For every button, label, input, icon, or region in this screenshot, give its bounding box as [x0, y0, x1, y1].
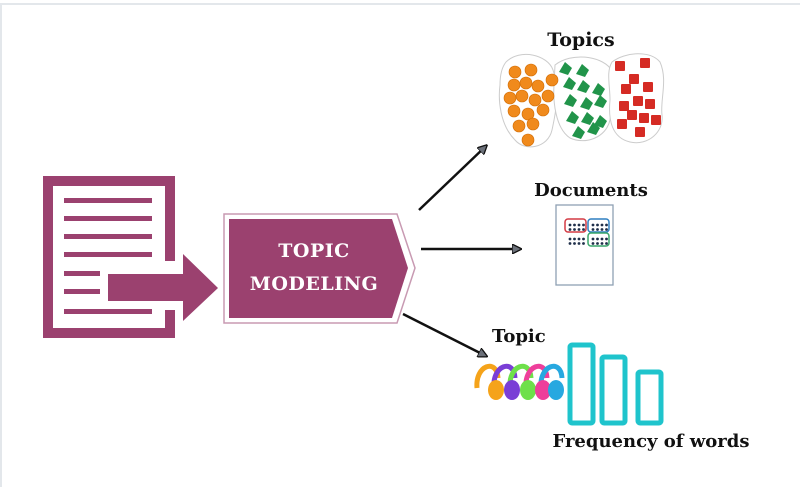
topics-label: Topics [547, 29, 614, 51]
red-cube [640, 58, 650, 68]
orange-dot [519, 76, 533, 90]
orange-dot [521, 133, 535, 147]
red-cube [627, 110, 637, 120]
doc-dot [600, 223, 604, 227]
doc-dot [573, 223, 576, 227]
orange-dot [515, 89, 529, 103]
green-shape [577, 80, 590, 93]
doc-dot [591, 237, 595, 241]
green-shape [564, 94, 577, 107]
bar-chart-icon [567, 342, 664, 426]
doc-dot [605, 223, 608, 227]
doc-dot [600, 237, 604, 241]
green-shape [587, 122, 600, 135]
green-shape [566, 111, 579, 124]
orange-dot [507, 78, 521, 92]
document-matrix-icon [555, 204, 614, 286]
headphone-cup [548, 380, 564, 400]
red-cube [639, 113, 649, 123]
headphone-cup [520, 380, 536, 400]
doc-dot [600, 228, 604, 231]
bar-3 [635, 369, 664, 426]
red-cube [635, 127, 645, 137]
orange-dot [531, 79, 545, 93]
doc-dot [605, 242, 608, 245]
red-cube [651, 115, 661, 125]
green-shape [559, 62, 572, 75]
orange-dot [545, 73, 559, 87]
headphones-icon [474, 363, 565, 400]
red-cube [617, 119, 627, 129]
green-shape [594, 95, 607, 108]
orange-dot [541, 89, 555, 103]
doc-dot [591, 242, 595, 245]
red-cube [643, 82, 653, 92]
frequency-label: Frequency of words [552, 431, 749, 452]
bar-1 [567, 342, 596, 426]
red-cube [619, 101, 629, 111]
doc-dot [573, 242, 576, 245]
doc-dot [596, 223, 599, 227]
red-cube [629, 74, 639, 84]
doc-dot [600, 242, 604, 245]
topic-modeling-box: TOPIC MODELING [223, 213, 416, 324]
orange-dot [508, 65, 522, 79]
box-line-2: MODELING [250, 273, 378, 295]
box-line-1: TOPIC [278, 240, 350, 262]
green-shape [576, 64, 589, 77]
doc-dot [596, 228, 599, 231]
orange-dot [526, 117, 540, 131]
doc-dot [568, 228, 572, 231]
green-shape [563, 77, 576, 90]
doc-dot [577, 223, 581, 227]
red-cube [645, 99, 655, 109]
orange-dot [536, 103, 550, 117]
headphone-cup [504, 380, 520, 400]
green-shape [592, 83, 605, 96]
doc-dot [573, 237, 576, 241]
doc-dot [591, 223, 595, 227]
document-with-arrow-icon [43, 176, 218, 338]
doc-dot [596, 237, 599, 241]
doc-dot [605, 228, 608, 231]
doc-dot [605, 237, 608, 241]
orange-dot [521, 107, 535, 121]
bar-2 [599, 354, 628, 426]
doc-dot [582, 228, 585, 231]
doc-dot [577, 237, 581, 241]
red-cube [633, 96, 643, 106]
doc-dot [582, 237, 585, 241]
doc-dot [591, 228, 595, 231]
headphone-cup [535, 380, 551, 400]
orange-dot [528, 93, 542, 107]
headphone-cup [488, 380, 504, 400]
red-cube [615, 61, 625, 71]
doc-dot [577, 242, 581, 245]
doc-dot [577, 228, 581, 231]
orange-dot [507, 104, 521, 118]
green-shape [594, 115, 607, 128]
doc-dot [573, 228, 576, 231]
topic-label: Topic [492, 326, 546, 347]
doc-dot [582, 223, 585, 227]
clustered-shapes-icon [498, 53, 665, 148]
doc-dot [568, 237, 572, 241]
documents-label: Documents [534, 180, 648, 201]
doc-dot [596, 242, 599, 245]
page-frame [0, 3, 800, 487]
red-cube [621, 84, 631, 94]
green-shape [580, 97, 593, 110]
green-shape [572, 126, 585, 139]
arrow-to-topics [418, 146, 486, 211]
arrow-to-topic [402, 312, 486, 356]
doc-dot [582, 242, 585, 245]
green-shape [581, 112, 594, 125]
orange-dot [503, 91, 517, 105]
doc-dot [568, 242, 572, 245]
orange-dot [512, 119, 526, 133]
doc-dot [568, 223, 572, 227]
orange-dot [524, 63, 538, 77]
